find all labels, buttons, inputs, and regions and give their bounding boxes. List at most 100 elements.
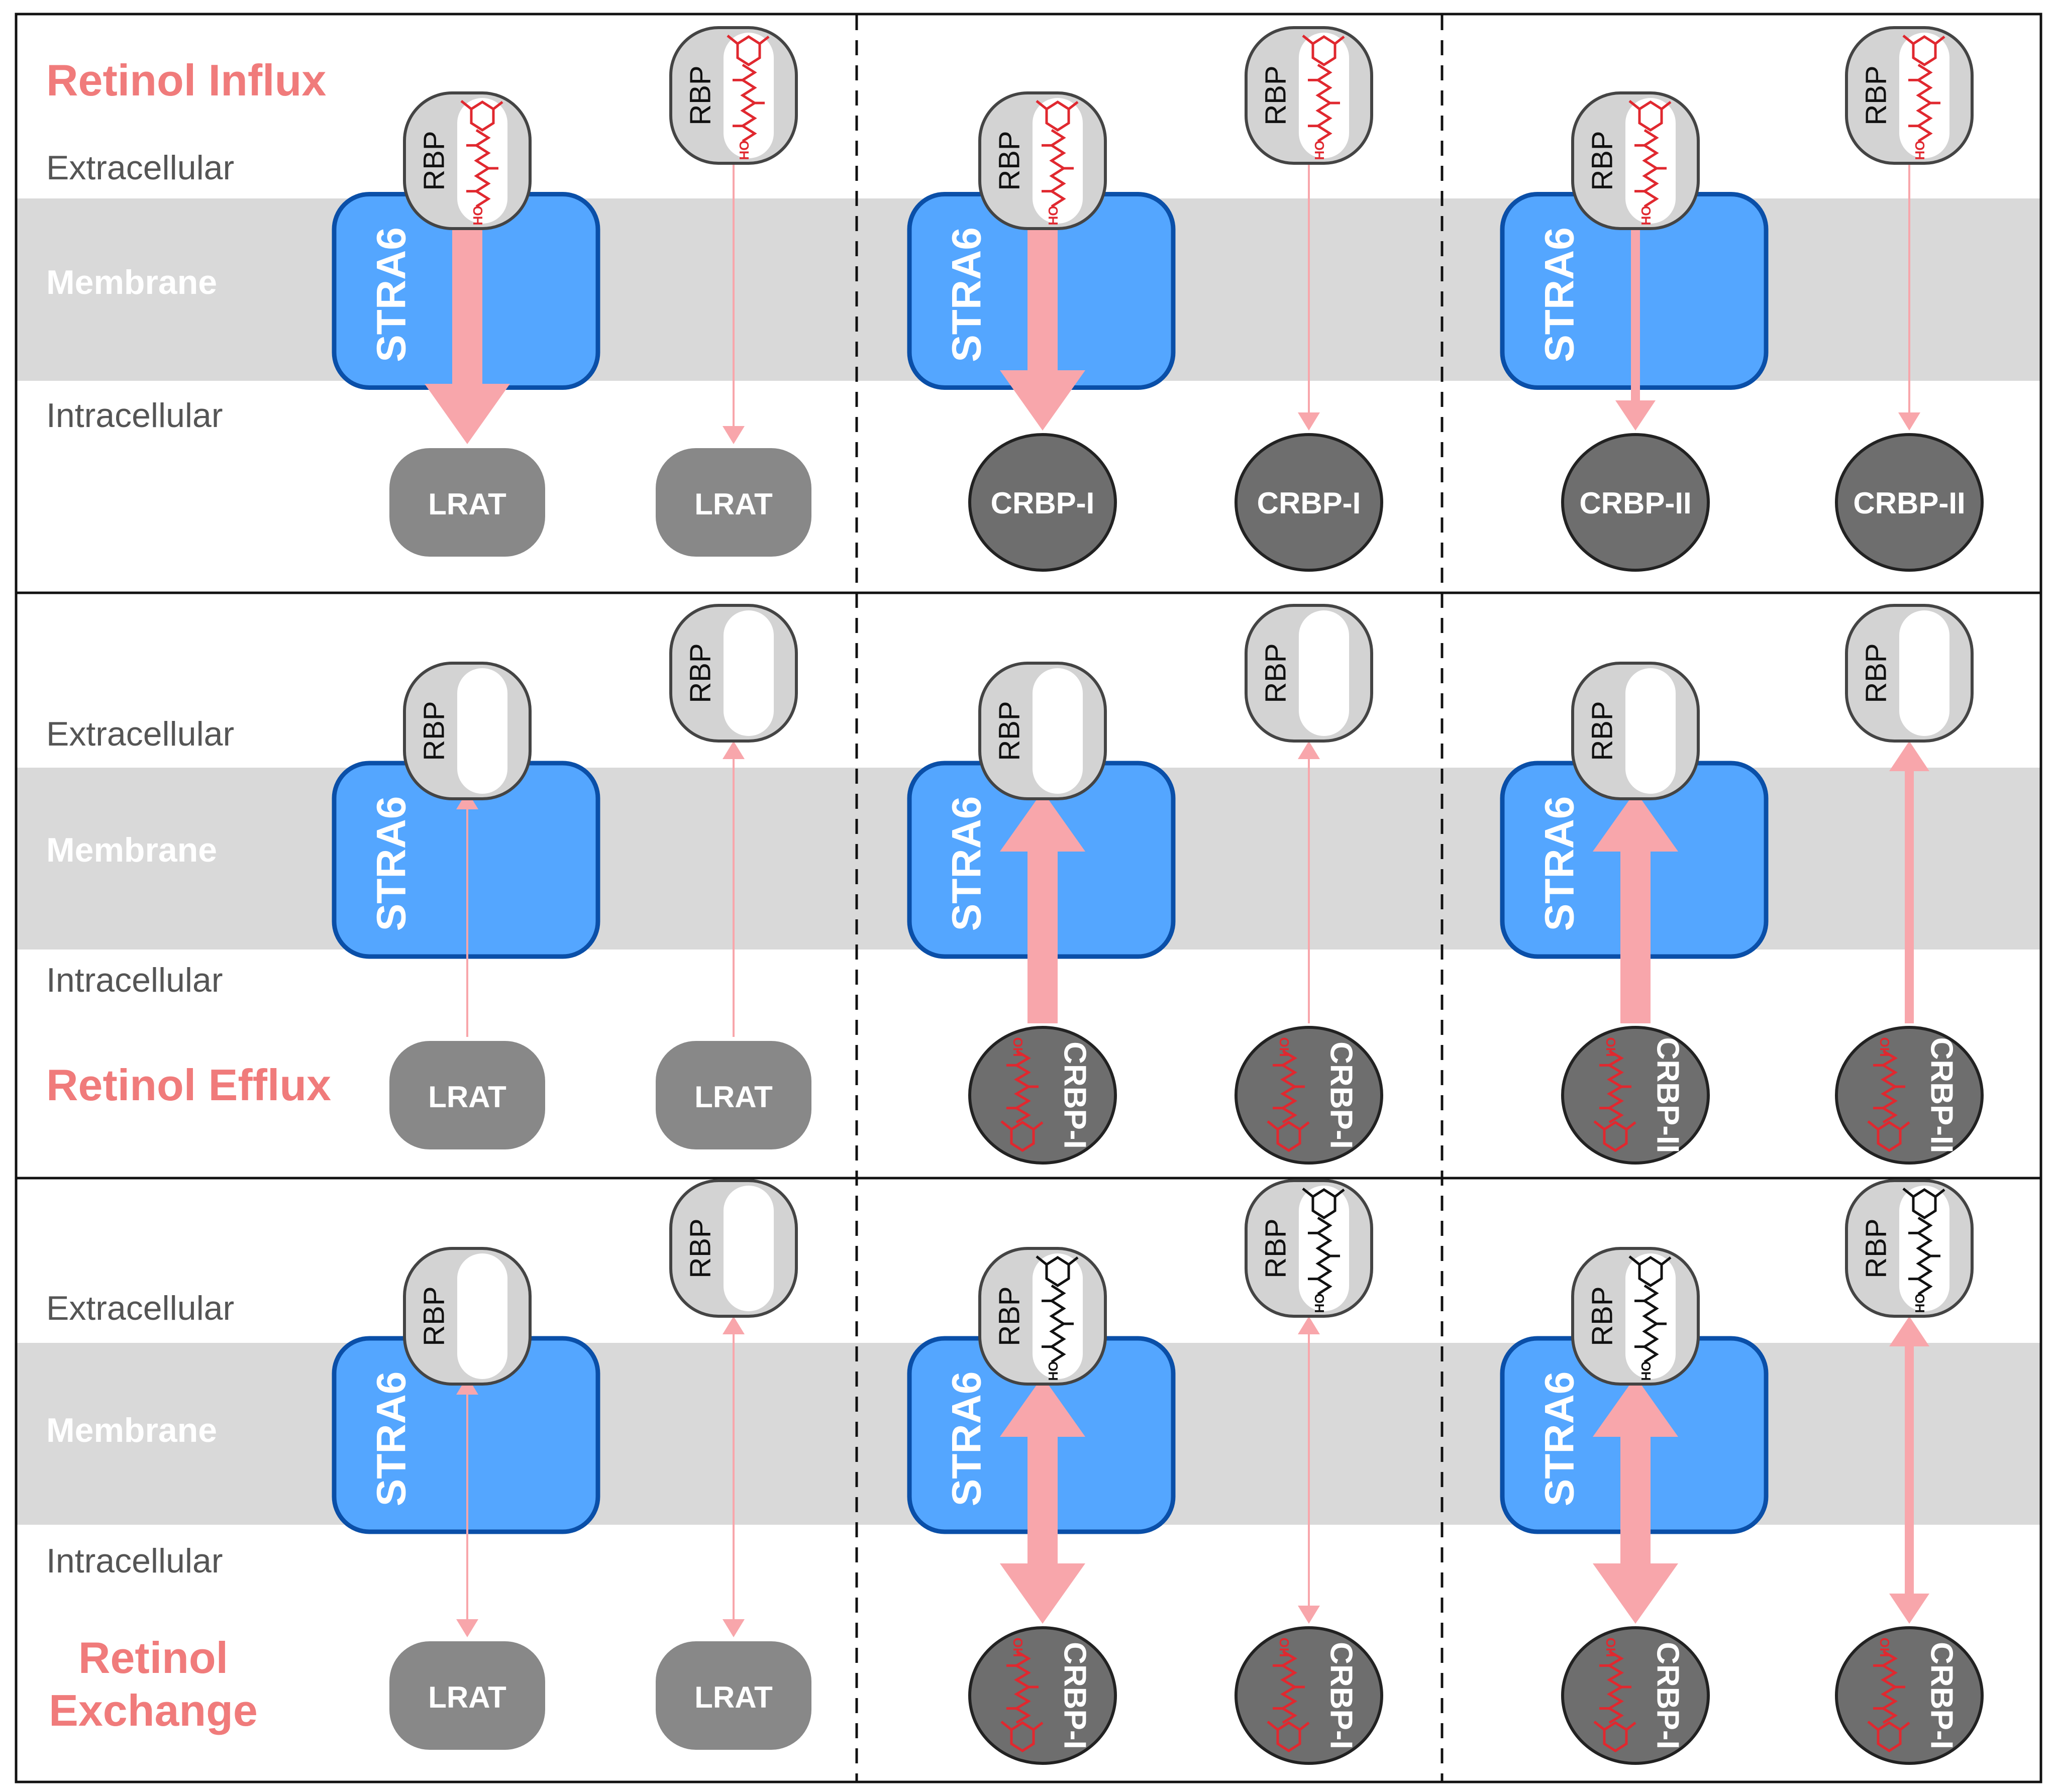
flux-arrow [1615,221,1656,431]
rbp-pocket [1299,33,1349,158]
arrow-head-up [1593,791,1678,852]
lrat-body [656,1041,811,1149]
retinol-hydroxyl-label: HO [1603,1037,1618,1057]
retinol-methyl [1867,1120,1879,1130]
arrow-head-down [1593,1563,1678,1624]
retinol-ring [1311,35,1337,66]
retinol-molecule-icon: HO [1000,1638,1044,1752]
rbp-label: RBP [418,701,450,761]
retinol-molecule-icon: HO [1000,1037,1044,1152]
lrat-label: LRAT [694,1680,773,1714]
retinol-methyl [1902,35,1914,45]
label-extracellular: Extracellular [46,1289,234,1327]
retinol-hydroxyl-label: HO [1046,206,1061,226]
retinol-methyl [1628,1255,1640,1266]
crbp-label: CRBP-I [1651,1642,1685,1749]
retinol-hydroxyl-label: HO [1638,1361,1654,1381]
arrow-shaft [1631,221,1640,400]
crbp-label: CRBP-II [1924,1037,1959,1153]
retinol-hydroxyl-label: HO [1277,1037,1292,1057]
retinol-hydroxyl-label: HO [1277,1638,1292,1657]
arrow-head-down [1298,412,1320,431]
rbp-pocket [1033,668,1083,794]
retinol-methyl [1661,101,1672,110]
acceptor-protein: LRAT [389,448,545,557]
label-membrane: Membrane [46,831,217,869]
retinol-hydroxyl-label: HO [1877,1638,1892,1657]
arrow-shaft [733,1334,735,1619]
retinol-molecule-icon: HO [1867,1638,1910,1752]
lrat-body [389,1041,545,1149]
retinol-methyl [1934,36,1945,45]
lrat-body [656,448,811,557]
retinol-hydroxyl-label: HO [1312,141,1327,160]
arrow-head-up [1000,1377,1085,1437]
acceptor-protein: LRAT [656,1641,811,1750]
arrow-head-up [1889,741,1929,771]
stra6-label: STRA6 [369,227,415,362]
arrow-head-up [1000,791,1085,852]
stra6-label: STRA6 [944,796,990,931]
label-intracellular: Intracellular [46,1542,223,1580]
flux-arrow [723,1316,745,1637]
lrat-body [389,1641,545,1750]
rbp-pocket [724,610,774,736]
retinol-methyl [1299,1722,1310,1731]
retinol-methyl [1000,1120,1012,1130]
rbp-protein: RBP [669,1179,798,1318]
retinol-molecule-icon: HO [1267,1638,1310,1752]
arrow-shaft [1027,221,1058,370]
crbp-body [1235,1626,1383,1765]
retinol-methyl [1036,1255,1048,1266]
rbp-pocket [1899,610,1949,736]
label-membrane: Membrane [46,263,217,301]
stra6-label: STRA6 [1537,1372,1583,1507]
retinol-methyl [1899,1121,1910,1130]
retinol-ring [1045,1256,1070,1287]
retinol-ring [1603,1121,1628,1152]
crbp-body [1235,433,1383,572]
retinol-ring [470,100,495,132]
acceptor-protein: HO CRBP-I [1235,1626,1383,1765]
stra6-label: STRA6 [1537,796,1583,931]
retinol-ring [1603,1721,1628,1752]
retinol-methyl [1867,1721,1879,1731]
arrow-shaft [1308,759,1310,1023]
retinol-molecule-icon: HO [1628,100,1672,226]
crbp-label: CRBP-I [1924,1642,1959,1749]
arrow-shaft [1620,1437,1651,1563]
crbp-label: CRBP-I [1324,1041,1359,1149]
retinol-hydroxyl-label: HO [1312,1294,1327,1313]
arrow-shaft [733,163,735,426]
label-intracellular: Intracellular [46,961,223,999]
retinol-methyl [1625,1722,1636,1731]
acceptor-protein: HO CRBP-I [1835,1626,1984,1765]
flux-arrow [1889,1316,1929,1624]
lrat-label: LRAT [694,487,773,521]
title-retinol-exchange-line1: Retinol [78,1633,228,1682]
acceptor-protein: HO CRBP-II [1835,1026,1984,1165]
retinol-hydroxyl-label: HO [1010,1037,1025,1057]
retinol-hydroxyl-label: HO [1603,1638,1618,1657]
label-membrane: Membrane [46,1411,217,1449]
crbp-label: CRBP-I [991,486,1095,520]
crbp-label: CRBP-I [1324,1642,1359,1749]
lrat-body [389,448,545,557]
rbp-label: RBP [1860,65,1892,125]
flux-arrow [1298,1316,1320,1624]
arrow-shaft [1027,852,1058,1023]
rbp-pocket [1033,98,1083,224]
rbp-protein: RBP [403,1247,532,1386]
rbp-pocket [457,1253,507,1379]
crbp-label: CRBP-II [1853,486,1965,520]
crbp-body [1561,1626,1710,1765]
retinol-molecule-icon: HO [1902,1188,1945,1313]
flux-arrow [425,221,510,444]
retinol-molecule-icon: HO [1867,1037,1910,1152]
flux-arrow [1889,741,1929,1023]
